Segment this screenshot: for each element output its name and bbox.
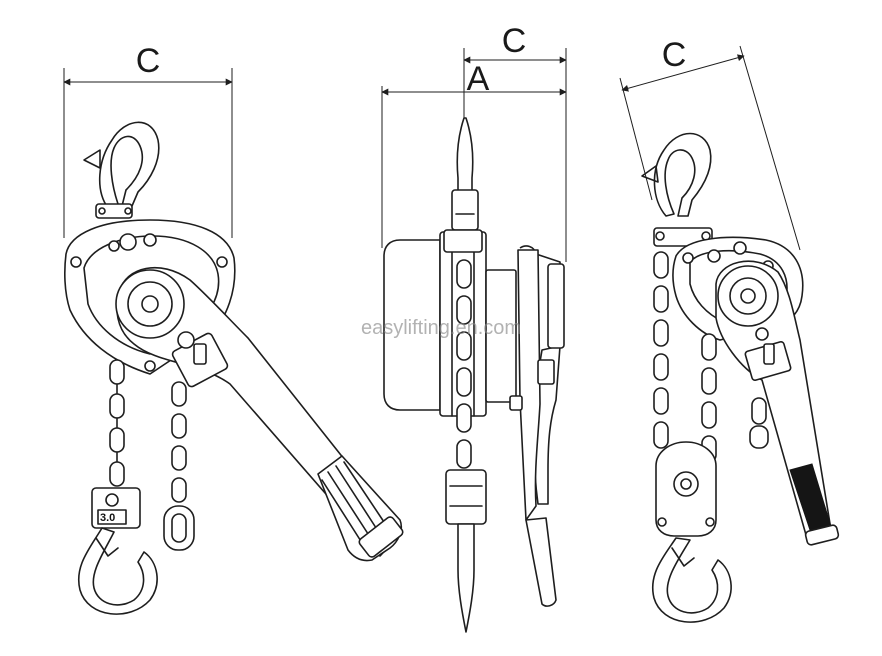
lever-handle-right [715,260,840,546]
rotated-view: C [619,36,840,623]
dimension-label: C [136,42,161,80]
lever-handle [115,266,404,562]
dimension-label: C [502,22,527,60]
capacity-plate: 3.0 [100,512,115,524]
top-hook-right [641,132,713,247]
dimension-label: C [662,36,687,74]
top-hook-side [451,117,479,231]
bottom-block: 3.0 [77,487,158,615]
bottom-block-right [651,441,732,623]
side-chain [456,259,472,469]
lever-side [509,245,565,607]
side-view: C A [381,22,567,633]
front-view: C [63,42,404,615]
bottom-hook-side [445,469,487,633]
dimension-label: A [467,60,490,98]
handle-grip [321,461,389,547]
dimension-c-left: C [63,42,233,238]
dimension-a-side: A [381,60,567,248]
load-chain-right [653,251,669,449]
dimension-c-side: C [463,22,567,262]
dimension-c-right: C [619,36,801,251]
load-chain-left [109,359,125,487]
free-chain-left [163,381,195,551]
watermark-text: easylifting.en.com [361,317,521,339]
top-hook [83,121,160,219]
